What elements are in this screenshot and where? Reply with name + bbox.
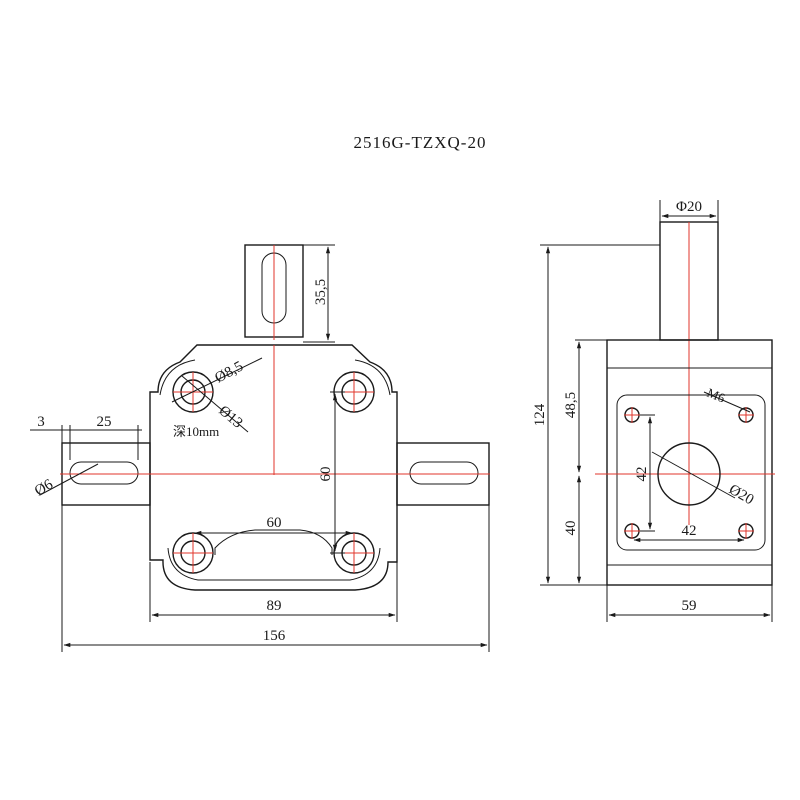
central-bore	[657, 442, 721, 506]
svg-text:40: 40	[563, 521, 579, 536]
svg-text:3: 3	[37, 414, 45, 430]
side-view: Φ20 M6 124 48,5 40 42	[532, 199, 775, 622]
dim-89: 89	[149, 562, 398, 622]
svg-text:124: 124	[532, 403, 548, 426]
dim-v60: 60	[318, 391, 345, 554]
dim-h42: 42	[633, 523, 745, 543]
tapped-hole-2	[738, 407, 754, 423]
side-housing	[606, 339, 773, 586]
dim-124: 124	[532, 244, 660, 586]
tapped-hole-4	[738, 523, 754, 539]
svg-text:89: 89	[267, 598, 282, 614]
leader-shaft-dia	[39, 463, 99, 496]
svg-text:Ø8,5: Ø8,5	[212, 359, 246, 387]
svg-text:60: 60	[267, 515, 282, 531]
svg-text:Φ20: Φ20	[676, 199, 702, 215]
svg-text:Ø13: Ø13	[215, 403, 245, 432]
dim-40: 40	[563, 475, 582, 584]
dim-156: 156	[61, 505, 490, 652]
housing-outline	[149, 344, 398, 591]
dim-h60: 60	[194, 515, 353, 536]
svg-text:42: 42	[682, 523, 697, 539]
svg-text:42: 42	[634, 467, 650, 482]
dim-shaft-height: 35,5	[303, 244, 335, 343]
svg-text:25: 25	[97, 414, 112, 430]
tapped-hole-1	[624, 407, 640, 423]
svg-text:M6: M6	[705, 385, 728, 406]
dim-shaft-offset: 3 25	[30, 414, 142, 460]
svg-text:59: 59	[682, 598, 697, 614]
front-view: 35,5 Ø8,5 Ø13 深10mm 3 25 Ø6 60	[30, 244, 490, 652]
svg-text:深10mm: 深10mm	[173, 424, 219, 439]
tapped-hole-3	[624, 523, 640, 539]
dim-v42: 42	[634, 414, 655, 532]
dim-48-5: 48,5	[563, 339, 607, 473]
leader-hole-small	[171, 357, 263, 403]
svg-text:60: 60	[318, 467, 334, 482]
svg-text:48,5: 48,5	[563, 392, 579, 418]
mount-hole-bottom-left	[172, 532, 214, 574]
svg-text:156: 156	[263, 628, 286, 644]
svg-text:Ø6: Ø6	[32, 476, 56, 499]
drawing-title: 2516G-TZXQ-20	[354, 133, 487, 152]
dim-shaft-dia: Φ20	[659, 199, 719, 222]
svg-text:35,5: 35,5	[313, 279, 329, 305]
svg-text:Ø20: Ø20	[726, 482, 756, 509]
dim-59: 59	[606, 585, 773, 622]
leader-hole-cbore	[181, 375, 249, 433]
top-shaft	[244, 244, 304, 340]
